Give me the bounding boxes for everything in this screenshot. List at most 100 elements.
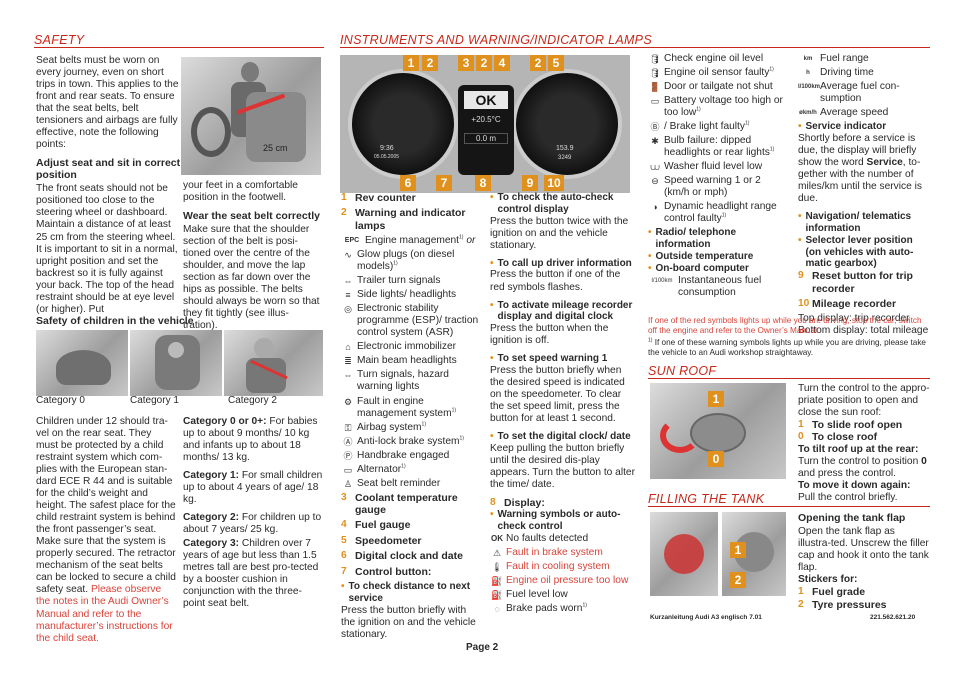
safety-header: SAFETY (34, 33, 85, 47)
safety-intro-block: Seat belts must be worn on every journey… (36, 55, 181, 322)
lamp-7-icon: ⇔ (343, 370, 353, 381)
warn-sym-7-icon: ⊖ (651, 176, 659, 187)
c2-label: Category 2: (183, 512, 240, 524)
lamp-8-text: Fault in engine management system (357, 395, 452, 419)
tilt-title: To tilt roof up at the rear: (798, 443, 919, 455)
b6-title: •To set the digital clock/ date (490, 431, 631, 443)
red-note: If one of the red symbols lights up whil… (648, 316, 922, 335)
display-sym-4-icon: ⛽ (491, 590, 503, 601)
display-sym-2-row: 🌡Fault in cooling system (490, 561, 635, 573)
trip-sym-0-text: Fuel range (820, 53, 869, 64)
sunroof-intro: Turn the control to the appro-priate pos… (798, 383, 930, 419)
warn-sym-5-footnote-mark: 1) (769, 146, 775, 153)
col4-bullet-0: •Navigation/ telematics information (798, 211, 912, 234)
warn-sym-5-text: Bulb failure: dipped headlights or rear … (664, 135, 770, 159)
lamp-1-icon: ∿ (344, 250, 352, 261)
lamp-6-text: Main beam headlights (357, 355, 457, 367)
children-text-block: Children under 12 should tra-vel on the … (36, 416, 176, 645)
trip-sym-3-text: Average speed (820, 107, 889, 119)
display-sym-2-text: Fault in cooling system (506, 561, 610, 573)
lamp-11-icon: Ⓟ (343, 450, 353, 461)
lamp-2-text: Trailer turn signals (357, 275, 441, 287)
warn-sym-0-icon: 🛢 (649, 54, 661, 64)
lamp-9-icon: ⚿ (344, 422, 352, 433)
warn-sym-3-row: ▭Battery voltage too high or too low1) (648, 95, 788, 119)
safety-col2: your feet in a comfortable position in t… (183, 180, 323, 338)
trip-sym-2-icon: l/100km (798, 84, 821, 91)
lamp-11-row: Ⓟ Handbrake engaged (341, 450, 481, 462)
col3-bullet-1: •Outside temperature (648, 251, 754, 262)
lamp-8-icon: ⚙ (343, 396, 353, 407)
lamp-3-text: Side lights/ headlights (357, 289, 457, 301)
speedometer-dial (512, 69, 622, 179)
category-2-label: Category 2 (228, 395, 277, 406)
temp-display: +20.5°C (471, 115, 501, 124)
safety-header-rule (34, 47, 324, 48)
warn-sym-2-row: 🚪Door or tailgate not shut (648, 81, 788, 93)
lamp-12-row: ▭Alternator1) (341, 463, 481, 476)
tank-header: FILLING THE TANK (648, 492, 765, 506)
lamp-10-text: Anti-lock brake system (357, 435, 460, 447)
tilt-text: Turn the control to position 0 and press… (798, 455, 927, 479)
instrument-cluster-photo: OK +20.5°C 0.0 m 9:36 05.05.2005 153.9 3… (340, 55, 630, 193)
instruments-header: INSTRUMENTS AND WARNING/INDICATOR LAMPS (340, 33, 652, 47)
inst-col2: •To check the auto-check control display… (490, 192, 635, 617)
col4-bullet-1: •Selector lever position (on vehicles wi… (798, 234, 914, 270)
b1-title: •To check distance to next service (341, 580, 471, 604)
seat-position-photo: 25 cm (181, 57, 321, 175)
warn-sym-3-text: Battery voltage too high or too low (664, 95, 783, 119)
page-number: Page 2 (466, 642, 499, 653)
display-sym-0-text: No faults detected (506, 533, 589, 545)
lamp-1-row: ∿Glow plugs (on diesel models)1) (341, 249, 481, 273)
lamp-9-text: Airbag system (357, 421, 422, 433)
tank-body: Open the tank flap as illustra-ted. Unsc… (798, 526, 929, 574)
warn-sym-6-icon: ⩊ (650, 162, 660, 173)
warn-sym-4-icon: Ⓑ (650, 122, 660, 133)
odo-mid: 0.0 m (464, 133, 508, 145)
safety-intro: Seat belts must be worn on every journey… (36, 55, 179, 151)
warn-sym-0-row: 🛢Check engine oil level (648, 53, 788, 65)
lamp-8-row: ⚙Fault in engine management system1) (341, 396, 481, 420)
stickers-label: Stickers for: (798, 574, 858, 586)
category-0-photo (36, 330, 128, 396)
col4-bullets: •Navigation/ telematics information•Sele… (798, 211, 930, 270)
tag-5: 5 (548, 55, 564, 71)
warn-sym-2-icon: 🚪 (649, 82, 661, 93)
wear-text: Make sure that the shoulder section of t… (183, 224, 320, 332)
tag-2a: 2 (422, 55, 438, 71)
tag-9: 9 (522, 175, 538, 191)
ok-display: OK (464, 91, 508, 109)
trip-display: 153.9 (556, 145, 574, 152)
lamp-4-icon: ◎ (344, 304, 352, 315)
lamp-6-row: ≣Main beam headlights (341, 355, 481, 367)
lamp-3-icon: ≡ (345, 290, 351, 301)
tank-flap-photo-2: 1 2 (722, 512, 786, 596)
b5-title: •To set speed warning 1 (490, 353, 608, 365)
lamp-2-row: ⇔Trailer turn signals (341, 275, 481, 287)
category-1-label: Category 1 (130, 395, 179, 406)
warn-sym-5-row: ✱Bulb failure: dipped headlights or rear… (648, 135, 788, 159)
tank-text: Opening the tank flap Open the tank flap… (798, 512, 930, 611)
lamp-5-text: Electronic immobilizer (357, 341, 457, 353)
warn-sym-3-footnote-mark: 1) (696, 106, 701, 113)
c1-label: Category 1: (183, 470, 240, 482)
lamp-11-text: Handbrake engaged (357, 449, 450, 461)
